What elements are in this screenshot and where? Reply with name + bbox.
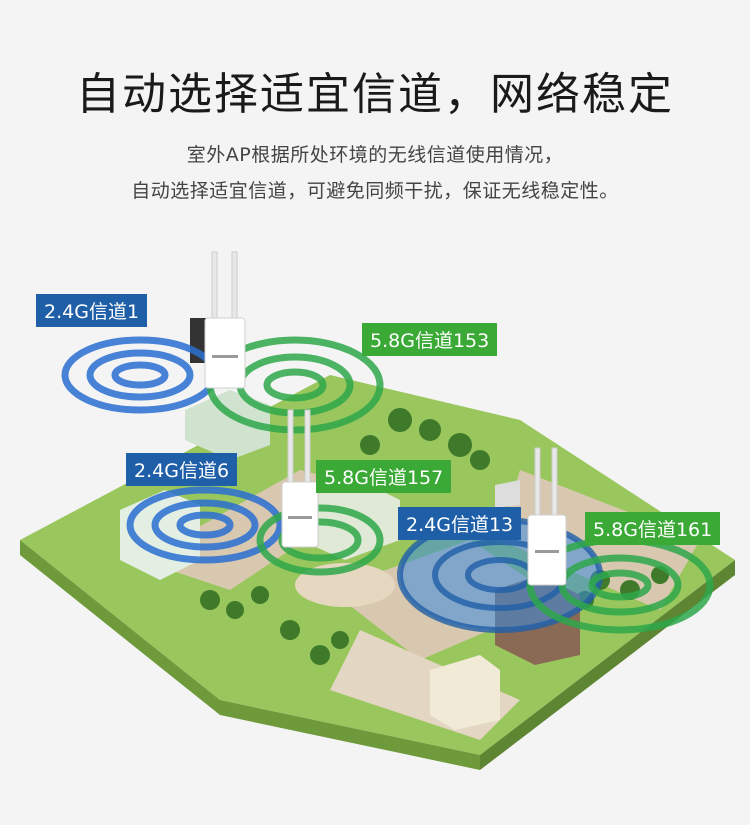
access-point [527,447,567,586]
access-point [281,409,319,548]
access-point [204,251,246,389]
ground-edge [20,540,480,770]
signal-24g-ch6 [126,486,284,564]
channel-label-58g-153: 5.8G信道153 [362,323,498,356]
signal-24g-ch1 [61,336,219,414]
channel-label-24g-13: 2.4G信道13 [398,507,522,540]
channel-label-58g-157: 5.8G信道157 [316,460,452,493]
channel-label-58g-161: 5.8G信道161 [585,512,721,545]
channel-label-24g-1: 2.4G信道1 [36,294,148,327]
subtitle-line-1: 室外AP根据所处环境的无线信道使用情况， [186,144,564,166]
channel-label-24g-6: 2.4G信道6 [126,453,238,486]
ground-edge-right [480,560,735,770]
subtitle-line-2: 自动选择适宜信道，可避免同频干扰，保证无线稳定性。 [131,180,619,202]
page-title: 自动选择适宜信道，网络稳定 [76,69,674,120]
